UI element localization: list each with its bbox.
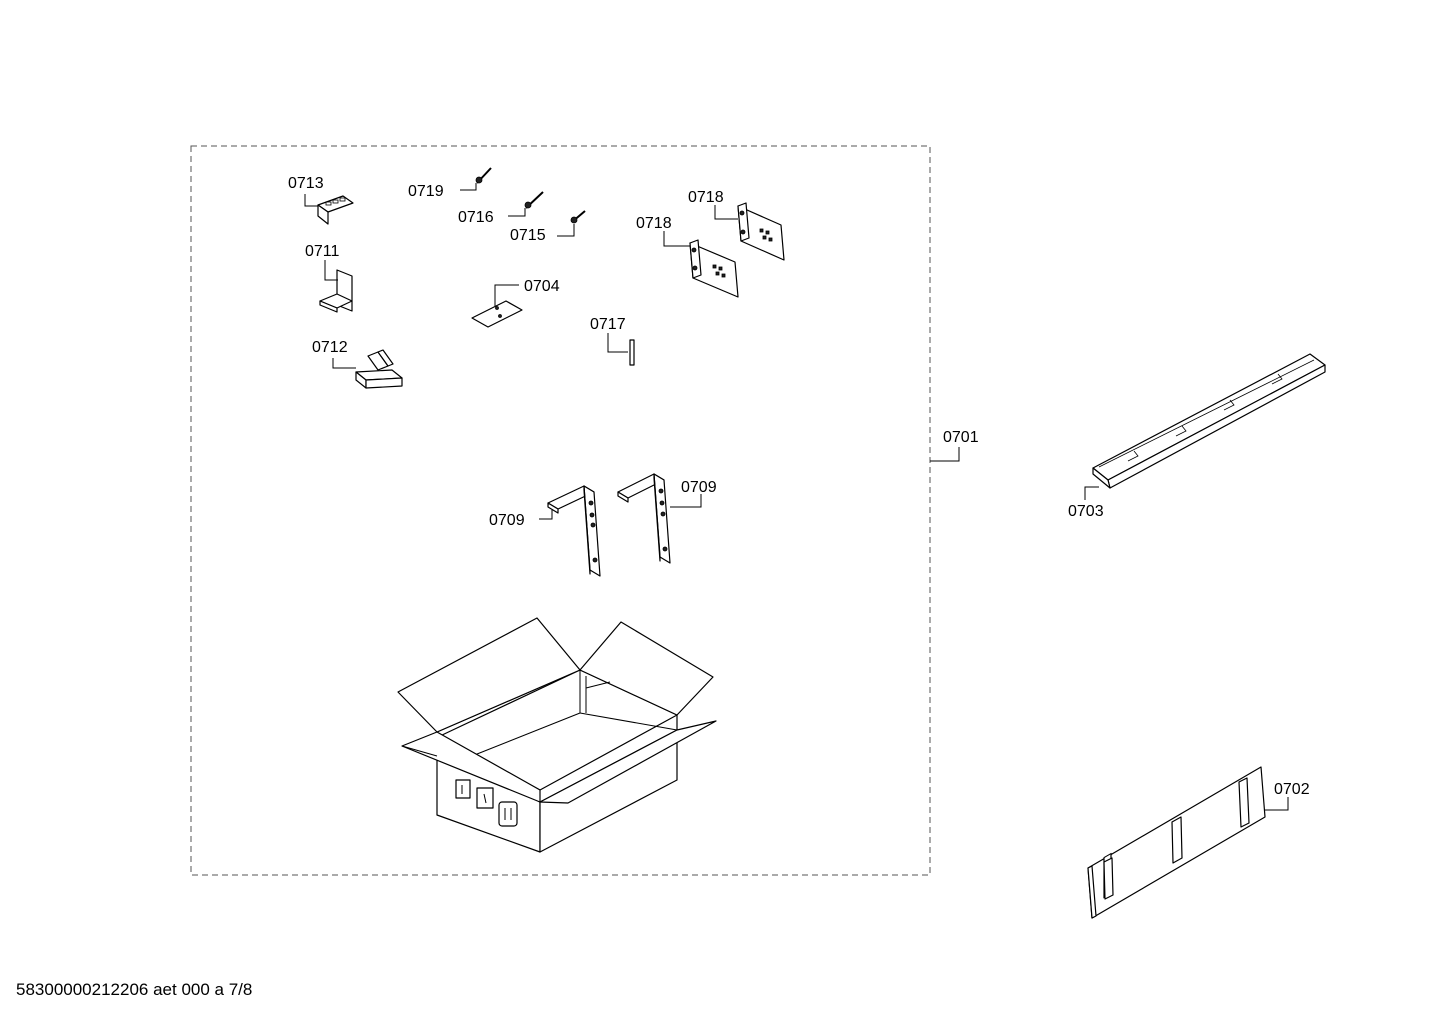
label-0717: 0717 bbox=[590, 316, 626, 333]
label-0715: 0715 bbox=[510, 227, 546, 244]
label-0712: 0712 bbox=[312, 339, 348, 356]
document-footer-code: 58300000212206 aet 000 a 7/8 bbox=[16, 980, 253, 999]
part-0718-plate-lower bbox=[663, 231, 739, 298]
part-0702-panel bbox=[1087, 766, 1289, 919]
part-0719-screw bbox=[460, 167, 492, 191]
part-0703-channel-rail bbox=[1084, 353, 1326, 500]
part-packaging-box bbox=[397, 617, 717, 853]
label-0709-right: 0709 bbox=[681, 479, 717, 496]
part-0713-bracket bbox=[304, 194, 354, 225]
part-0709-bracket-right bbox=[617, 473, 702, 564]
label-0718-upper: 0718 bbox=[688, 189, 724, 206]
label-0716: 0716 bbox=[458, 209, 494, 226]
label-0703: 0703 bbox=[1068, 503, 1104, 520]
label-0701: 0701 bbox=[943, 429, 979, 446]
part-0715-screw bbox=[557, 210, 586, 237]
part-0709-bracket-left bbox=[539, 485, 601, 577]
part-0712-hook bbox=[332, 349, 403, 389]
leader-0701 bbox=[930, 447, 960, 462]
label-0704: 0704 bbox=[524, 278, 560, 295]
label-0713: 0713 bbox=[288, 175, 324, 192]
kit-boundary bbox=[190, 145, 931, 876]
part-0717-pin bbox=[607, 333, 635, 366]
label-0719: 0719 bbox=[408, 183, 444, 200]
label-0718-lower: 0718 bbox=[636, 215, 672, 232]
label-0709-left: 0709 bbox=[489, 512, 525, 529]
part-0704-plate bbox=[471, 284, 523, 328]
part-0711-angle-bracket bbox=[319, 260, 353, 313]
label-0711: 0711 bbox=[305, 243, 340, 260]
part-0716-screw bbox=[508, 191, 544, 217]
label-0702: 0702 bbox=[1274, 781, 1310, 798]
part-0718-plate-upper bbox=[714, 202, 785, 261]
